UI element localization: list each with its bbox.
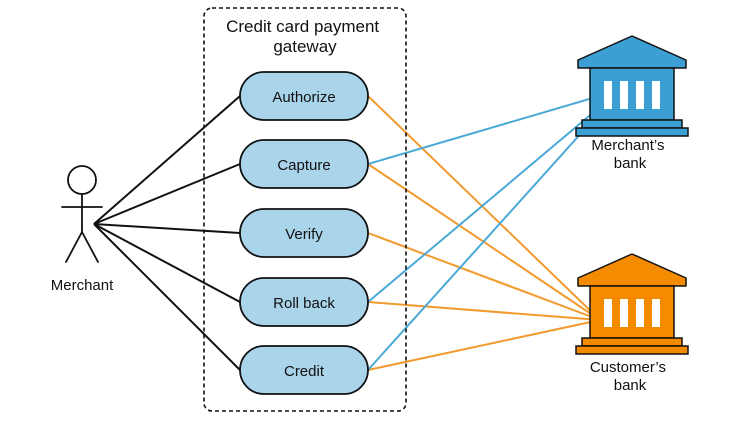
customer-bank-label-line1: Customer’s [590, 359, 666, 376]
use-case-label: Credit [284, 363, 325, 380]
gateway-title-line1: Credit card payment [226, 17, 379, 36]
use-case-verify[interactable]: Verify [239, 208, 369, 258]
customer-bank-link-credit [367, 319, 601, 371]
merchant-bank-label-line2: bank [614, 155, 647, 172]
merchant-bank-label: Merchant’s bank [591, 137, 668, 172]
customer-bank-link-roll-back [367, 301, 601, 321]
use-case-credit[interactable]: Credit [239, 345, 369, 395]
use-case-roll-back[interactable]: Roll back [239, 277, 369, 327]
actor-link-verify [93, 223, 241, 234]
use-case-authorize[interactable]: Authorize [239, 71, 369, 121]
actor-link-authorize [93, 95, 241, 225]
actor-link-roll-back [93, 223, 241, 303]
bank-icon [575, 253, 689, 355]
merchant-bank: Merchant’s bank [575, 35, 689, 172]
use-case-label: Verify [285, 226, 323, 243]
use-case-label: Capture [277, 157, 330, 174]
merchant-bank-link-capture [367, 89, 621, 165]
customer-bank: Customer’s bank [575, 253, 689, 394]
merchant-bank-label-line1: Merchant’s [591, 137, 664, 154]
merchant-label: Merchant [51, 277, 114, 294]
merchant-actor [61, 165, 103, 263]
actor-head [67, 165, 97, 195]
use-case-label: Authorize [272, 89, 335, 106]
bank-icon [575, 35, 689, 137]
gateway-title-line2: gateway [273, 37, 337, 56]
gateway-title: Credit card payment gateway [226, 17, 384, 56]
actor-link-credit [93, 223, 241, 371]
customer-bank-label: Customer’s bank [590, 359, 670, 394]
customer-bank-link-verify [367, 232, 601, 321]
actor-link-capture [93, 163, 241, 225]
customer-bank-label-line2: bank [614, 377, 647, 394]
use-case-label: Roll back [273, 295, 335, 312]
gateway-boundary [203, 7, 407, 412]
use-case-capture[interactable]: Capture [239, 139, 369, 189]
merchant-bank-link-roll-back [367, 89, 621, 303]
